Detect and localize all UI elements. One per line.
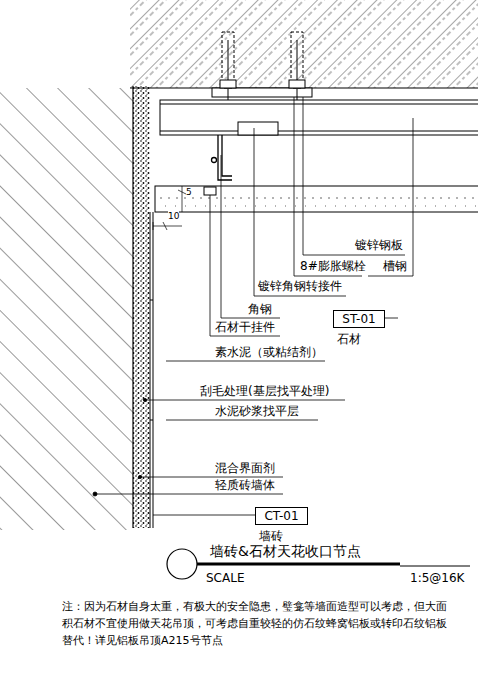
part-label: 镀锌角钢转接件	[258, 279, 342, 293]
scale-value: 1:5@16K	[410, 571, 464, 585]
dimension: 5	[186, 187, 192, 197]
layer-label: 素水泥（或粘结剂）	[215, 345, 323, 359]
steel-plate-bolts	[212, 32, 312, 100]
material-tag: CT-01 墙砖	[255, 507, 308, 543]
leader-lines	[93, 97, 413, 515]
ceiling-slab	[130, 0, 478, 88]
part-label: 石材干挂件	[215, 320, 275, 334]
part-label: 8#膨胀螺栓	[300, 259, 366, 273]
layer-label: 水泥砂浆找平层	[215, 404, 299, 418]
plaster-layers	[133, 86, 153, 528]
stone-panel	[155, 186, 478, 212]
material-name: 墙砖	[259, 529, 308, 543]
layer-label: 刮毛处理(基层找平处理)	[200, 384, 329, 398]
note-text: 注：因为石材自身太重，有极大的安全隐患，璧龛等墙面造型可以考虑，但大面积石材不宜…	[62, 598, 454, 649]
material-tag: ST-01 石材	[333, 310, 385, 346]
part-label: 镀锌钢板	[355, 238, 403, 252]
brick-wall	[0, 88, 133, 530]
dimension-marks	[153, 186, 186, 230]
layer-label: 轻质砖墙体	[215, 478, 275, 492]
drawing-title: 墙砖&石材天花收口节点	[210, 543, 361, 559]
material-code: ST-01	[333, 310, 385, 328]
scale-label: SCALE	[206, 571, 244, 585]
part-label: 角钢	[248, 302, 272, 316]
layer-label: 混合界面剂	[215, 461, 275, 475]
part-label: 槽钢	[383, 259, 407, 273]
dimension: 10	[168, 211, 179, 221]
material-code: CT-01	[255, 507, 308, 525]
material-name: 石材	[337, 332, 385, 346]
channel-steel	[160, 100, 478, 135]
angle-connector	[212, 135, 233, 180]
